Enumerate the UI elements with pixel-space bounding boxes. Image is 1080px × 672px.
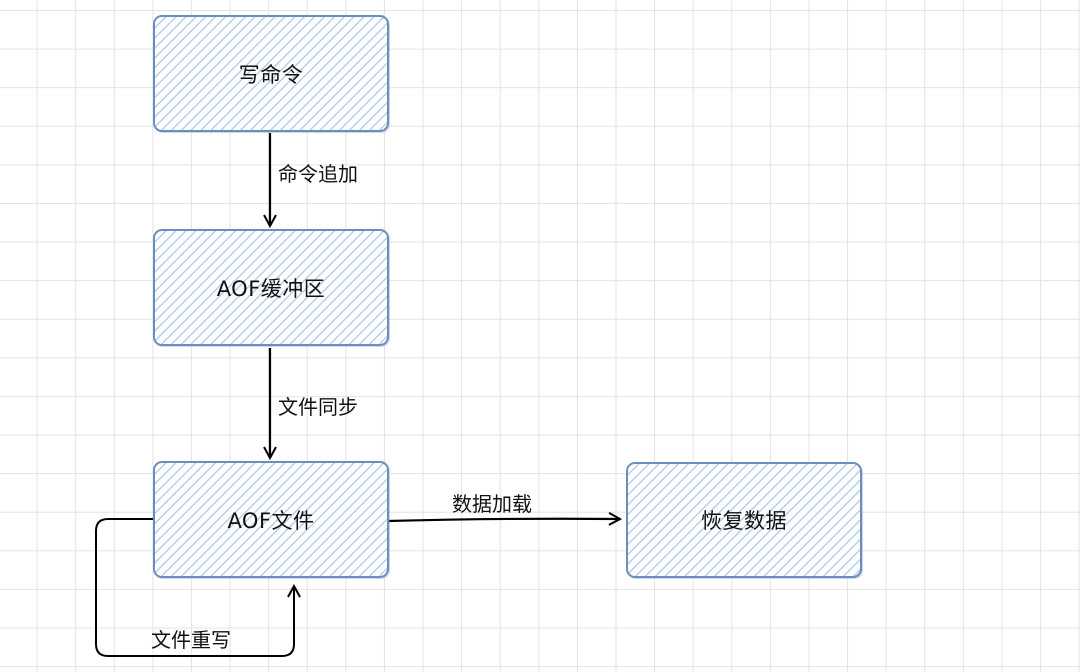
- node-restore-data[interactable]: 恢复数据: [626, 462, 862, 578]
- edge-label-command-append: 命令追加: [278, 162, 358, 186]
- edge-label-data-load: 数据加载: [452, 492, 532, 516]
- arrow-data-load: [387, 519, 620, 521]
- node-aof-file-label: AOF文件: [227, 508, 315, 533]
- node-restore-data-label: 恢复数据: [701, 509, 787, 533]
- node-aof-file[interactable]: AOF文件: [153, 461, 389, 578]
- node-write-command[interactable]: 写命令: [153, 15, 389, 132]
- node-aof-buffer[interactable]: AOF缓冲区: [153, 229, 389, 346]
- edge-label-file-rewrite: 文件重写: [151, 628, 231, 652]
- node-write-command-label: 写命令: [238, 62, 304, 87]
- node-aof-buffer-label: AOF缓冲区: [216, 276, 326, 301]
- edge-label-file-sync: 文件同步: [278, 395, 358, 419]
